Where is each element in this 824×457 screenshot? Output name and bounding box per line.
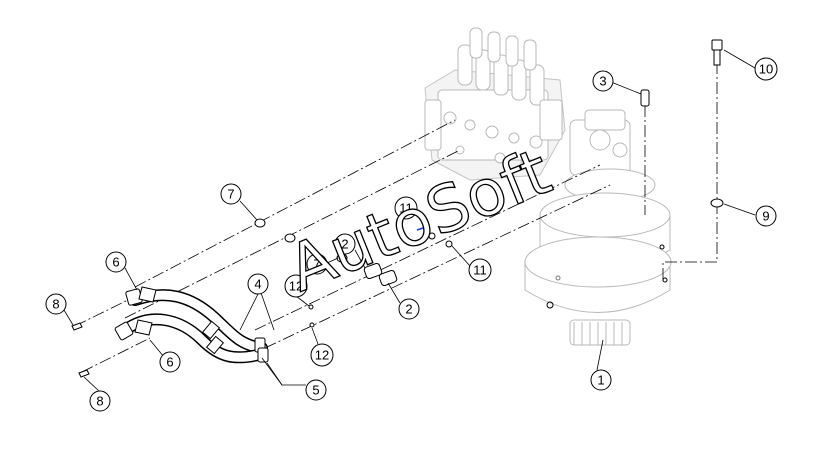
callout-8b-label: 8: [96, 394, 103, 409]
callout-11b-label: 11: [473, 263, 487, 278]
callout-1-label: 1: [597, 373, 604, 388]
callout-3: 3: [592, 70, 614, 92]
callout-6a-label: 6: [112, 255, 119, 270]
leader-lines: [63, 49, 756, 393]
small-parts: [71, 39, 724, 378]
callout-5-label: 5: [312, 383, 319, 398]
callout-8a-label: 8: [52, 297, 59, 312]
callout-1: 1: [590, 369, 612, 391]
callout-10-label: 10: [759, 62, 773, 77]
callout-10: 10: [754, 57, 778, 81]
callout-7a-label: 7: [227, 187, 234, 202]
swing-motor-ghost: [524, 109, 672, 346]
callout-2b-label: 2: [405, 302, 412, 317]
callout-2a-label: 2: [341, 237, 348, 252]
watermark: AutoSoft: [278, 135, 561, 307]
callout-4: 4: [247, 273, 269, 295]
callout-2b: 2: [398, 298, 420, 320]
callout-11a-label: 11: [399, 201, 413, 216]
callout-3-label: 3: [599, 74, 606, 89]
hose-assembly: [114, 286, 269, 364]
callout-4-label: 4: [254, 277, 261, 292]
callout-9: 9: [755, 205, 777, 227]
callouts: 1 2 2 3 4 5 6 6 7 7 8 8 9 10 11 11: [45, 57, 778, 412]
control-valve-ghost: [424, 27, 566, 181]
callout-8a: 8: [45, 293, 67, 315]
callout-6b: 6: [159, 351, 181, 373]
callout-2a: 2: [334, 233, 356, 255]
callout-6a: 6: [105, 251, 127, 273]
callout-9-label: 9: [762, 209, 769, 224]
callout-11a: 11: [394, 196, 418, 220]
callout-12a: 12: [284, 274, 308, 298]
callout-5: 5: [305, 379, 327, 401]
callout-7b: 7: [306, 253, 328, 275]
callout-12b-label: 12: [315, 348, 329, 363]
callout-8b: 8: [89, 390, 111, 412]
callout-7b-label: 7: [313, 257, 320, 272]
callout-7a: 7: [220, 183, 242, 205]
callout-11b: 11: [468, 258, 492, 282]
callout-12b: 12: [310, 343, 334, 367]
callout-12a-label: 12: [289, 279, 303, 294]
callout-6b-label: 6: [166, 355, 173, 370]
